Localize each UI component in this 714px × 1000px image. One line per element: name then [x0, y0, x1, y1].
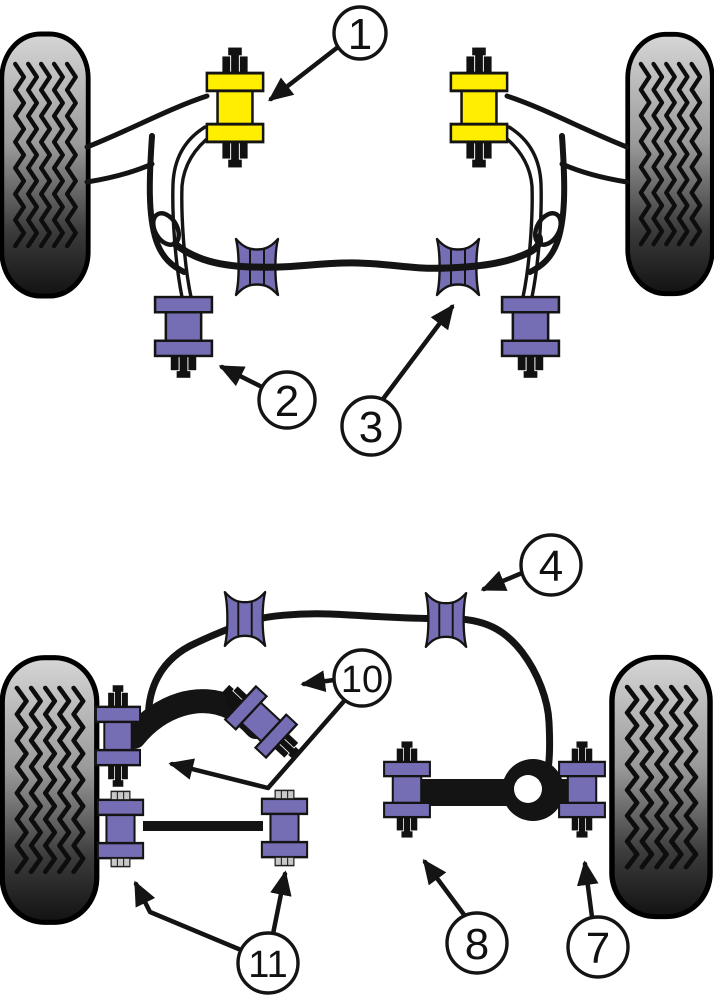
rear-tie-bar-bushing-left	[96, 790, 145, 868]
engine-mount-bushing-left	[205, 47, 265, 168]
rear-right-tire	[612, 657, 710, 916]
callout-10-arrow-a	[300, 670, 337, 693]
rear-arb-bushing-right	[424, 591, 468, 649]
front-left-tire	[2, 34, 88, 296]
engine-mount-bushing-right	[449, 47, 509, 168]
front-lower-arm-left	[84, 161, 155, 185]
callout-8-arrow	[422, 859, 468, 919]
callout-7-label: 7	[586, 924, 610, 973]
callout-8-label: 8	[465, 920, 489, 969]
rear-trailing-arm	[420, 759, 570, 821]
callout-11-label: 11	[248, 944, 287, 986]
callout-4-arrow	[480, 570, 525, 592]
front-lower-arm-bushing-left	[153, 295, 214, 378]
callout-10-circle	[332, 648, 392, 708]
front-lower-arm-bushing-right	[500, 295, 561, 378]
callout-1-label: 1	[348, 10, 372, 59]
front-bolt-rod-right-a	[507, 125, 543, 299]
callout-4-circle	[519, 533, 583, 597]
callouts: 1 2 3 4 7 8	[133, 5, 630, 995]
callout-11-arrow-b	[270, 870, 292, 937]
trailing-arm-ring-hole	[514, 775, 542, 803]
callout-11-arrow-a	[133, 880, 244, 953]
callout-2: 2	[218, 364, 317, 430]
front-anti-roll-bar	[171, 233, 543, 272]
front-bolt-rod-left-b	[180, 132, 215, 299]
rear-suspension-view	[2, 590, 710, 923]
front-bolt-rod-right-b	[499, 132, 534, 299]
callout-4-label: 4	[539, 542, 563, 591]
rear-tie-bar-bushing-right	[260, 789, 309, 867]
callout-3-circle	[340, 395, 402, 457]
callout-11-circle	[236, 931, 300, 995]
front-suspension-view	[2, 34, 713, 378]
callout-11: 11	[133, 870, 300, 995]
front-upper-arm-left	[84, 93, 210, 150]
callout-1: 1	[268, 5, 388, 102]
front-right-tire	[628, 34, 713, 293]
callout-2-label: 2	[275, 377, 299, 426]
callout-7-circle	[566, 915, 630, 979]
callout-4: 4	[480, 533, 583, 597]
callout-3-label: 3	[359, 403, 383, 452]
rear-anti-roll-bar	[144, 610, 554, 773]
callout-10-label: 10	[341, 659, 383, 701]
callout-8-circle	[445, 911, 509, 975]
callout-7-arrow	[576, 860, 599, 920]
callout-1-arrow	[268, 44, 341, 102]
front-subframe-lines	[84, 93, 630, 299]
callout-2-arrow	[218, 364, 265, 390]
front-bolt-rod-left-a	[171, 125, 207, 299]
front-upper-arm-right	[504, 93, 630, 150]
callout-1-circle	[332, 5, 388, 61]
callout-3: 3	[340, 304, 455, 457]
callout-3-arrow	[380, 304, 455, 402]
rear-left-tire	[2, 658, 97, 923]
callout-7: 7	[566, 860, 630, 979]
callout-10: 10	[168, 648, 392, 791]
callout-10-arrow-b	[168, 697, 348, 791]
rear-arb-bushing-left	[223, 590, 267, 648]
front-lower-arm-right	[559, 161, 630, 185]
callout-2-circle	[257, 370, 317, 430]
callout-8: 8	[422, 859, 509, 975]
